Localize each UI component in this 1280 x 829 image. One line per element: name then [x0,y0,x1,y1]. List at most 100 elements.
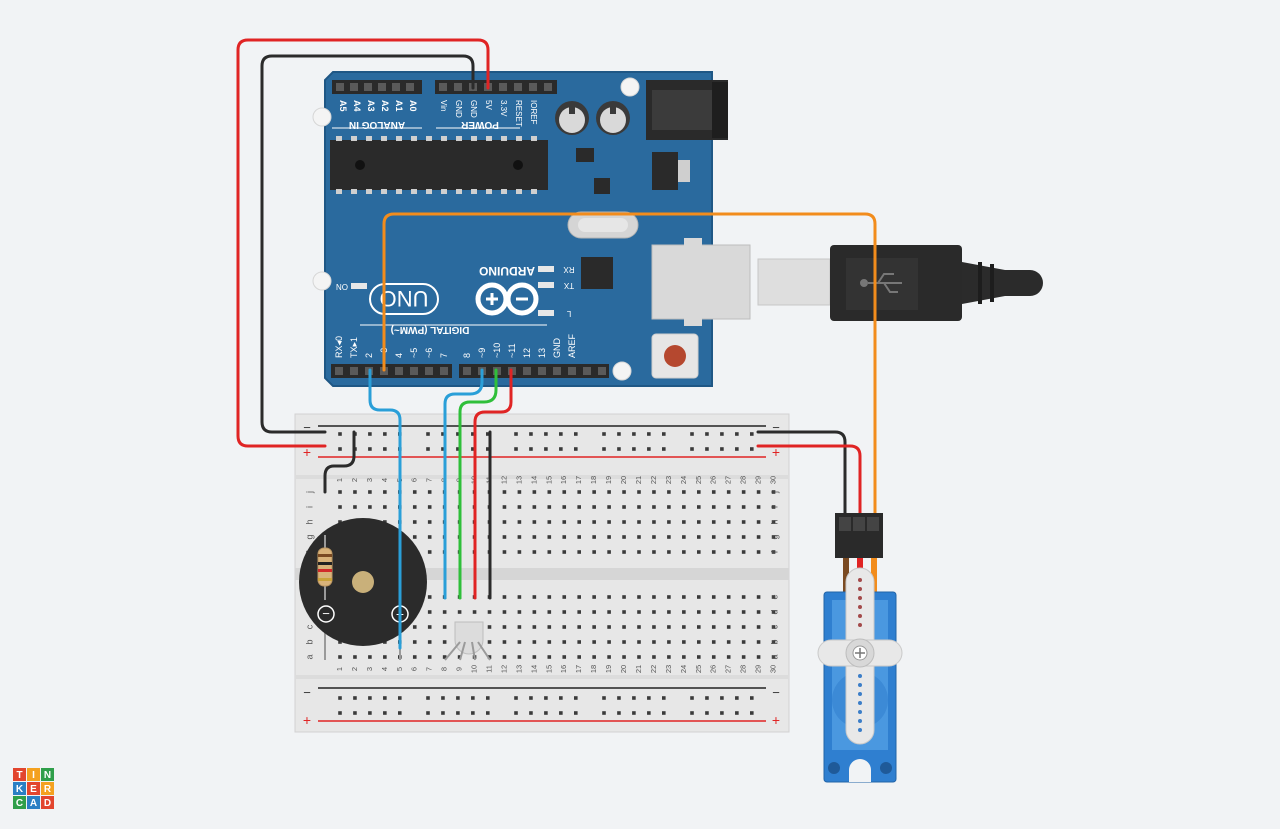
breadboard-hole[interactable] [697,490,701,494]
wire-red-5v[interactable] [236,38,490,448]
rail-hole[interactable] [559,696,563,700]
breadboard-hole[interactable] [502,550,507,554]
rail-hole[interactable] [514,447,518,451]
wire-red-servo-vcc[interactable] [756,444,862,522]
breadboard-hole[interactable] [547,610,552,614]
breadboard-hole[interactable] [711,520,716,524]
breadboard-hole[interactable] [607,595,611,599]
breadboard-hole[interactable] [607,535,611,539]
breadboard-hole[interactable] [592,625,596,629]
breadboard-hole[interactable] [368,490,372,494]
rail-hole[interactable] [426,432,430,436]
breadboard-hole[interactable] [607,640,611,644]
breadboard-hole[interactable] [532,490,537,494]
breadboard-hole[interactable] [412,535,417,539]
rail-hole[interactable] [632,711,636,715]
breadboard-hole[interactable] [532,640,537,644]
rail-hole[interactable] [574,432,578,436]
rail-hole[interactable] [602,711,606,715]
reset-button[interactable] [651,333,699,379]
breadboard-hole[interactable] [562,505,567,509]
breadboard-hole[interactable] [353,655,357,659]
breadboard-hole[interactable] [726,655,731,659]
breadboard-hole[interactable] [756,595,761,599]
breadboard-hole[interactable] [637,520,641,524]
breadboard-hole[interactable] [577,625,581,629]
breadboard-hole[interactable] [607,505,611,509]
rail-hole[interactable] [544,447,548,451]
rail-hole[interactable] [441,432,445,436]
rail-hole[interactable] [486,432,490,436]
rail-hole[interactable] [559,432,563,436]
breadboard-hole[interactable] [637,535,641,539]
rail-hole[interactable] [544,432,548,436]
breadboard-hole[interactable] [532,625,537,629]
breadboard-hole[interactable] [517,520,522,524]
wire-black-gnd[interactable] [260,54,475,434]
rail-hole[interactable] [690,432,694,436]
breadboard-hole[interactable] [562,490,567,494]
rail-hole[interactable] [368,711,372,715]
rail-hole[interactable] [368,696,372,700]
breadboard-hole[interactable] [652,595,656,599]
header-pin[interactable] [583,367,591,375]
breadboard-hole[interactable] [383,655,387,659]
breadboard-hole[interactable] [652,505,656,509]
breadboard-hole[interactable] [457,655,462,659]
breadboard-hole[interactable] [726,610,731,614]
breadboard-hole[interactable] [711,595,716,599]
header-pin[interactable] [364,83,372,91]
breadboard-hole[interactable] [472,610,477,614]
rail-hole[interactable] [441,711,445,715]
rail-hole[interactable] [426,711,430,715]
breadboard-hole[interactable] [771,655,776,659]
rail-hole[interactable] [353,696,357,700]
rail-hole[interactable] [486,696,490,700]
breadboard-hole[interactable] [726,640,731,644]
rail-hole[interactable] [574,447,578,451]
breadboard-hole[interactable] [607,520,611,524]
breadboard-hole[interactable] [667,505,671,509]
rail-hole[interactable] [559,447,563,451]
breadboard-hole[interactable] [338,490,342,494]
rail-hole[interactable] [544,711,548,715]
breadboard-hole[interactable] [592,505,596,509]
breadboard-hole[interactable] [711,640,716,644]
breadboard-hole[interactable] [502,595,507,599]
breadboard-hole[interactable] [502,640,507,644]
breadboard-hole[interactable] [592,550,596,554]
rail-hole[interactable] [471,447,475,451]
breadboard-hole[interactable] [502,520,507,524]
breadboard-hole[interactable] [771,610,776,614]
breadboard-hole[interactable] [637,625,641,629]
breadboard-hole[interactable] [577,655,581,659]
breadboard-hole[interactable] [652,655,656,659]
breadboard-hole[interactable] [412,490,417,494]
breadboard-hole[interactable] [502,625,507,629]
rail-hole[interactable] [705,711,709,715]
breadboard-hole[interactable] [547,625,552,629]
breadboard-hole[interactable] [577,550,581,554]
breadboard-hole[interactable] [697,535,701,539]
rail-hole[interactable] [662,711,666,715]
wire-blue-pin9[interactable] [443,368,484,600]
breadboard-hole[interactable] [622,535,626,539]
servo-horn[interactable] [817,567,903,745]
rail-hole[interactable] [456,432,460,436]
breadboard-hole[interactable] [726,595,731,599]
wire-black-rail-to-buzzer[interactable] [323,430,356,494]
breadboard-hole[interactable] [353,505,357,509]
breadboard-hole[interactable] [532,655,537,659]
header-pin[interactable] [499,83,507,91]
breadboard-hole[interactable] [652,490,656,494]
breadboard-hole[interactable] [427,640,432,644]
header-pin[interactable] [425,367,433,375]
breadboard-hole[interactable] [577,610,581,614]
rail-hole[interactable] [353,711,357,715]
breadboard-hole[interactable] [741,490,746,494]
breadboard-hole[interactable] [427,610,432,614]
breadboard-hole[interactable] [667,550,671,554]
header-pin[interactable] [544,83,552,91]
rail-hole[interactable] [720,432,724,436]
